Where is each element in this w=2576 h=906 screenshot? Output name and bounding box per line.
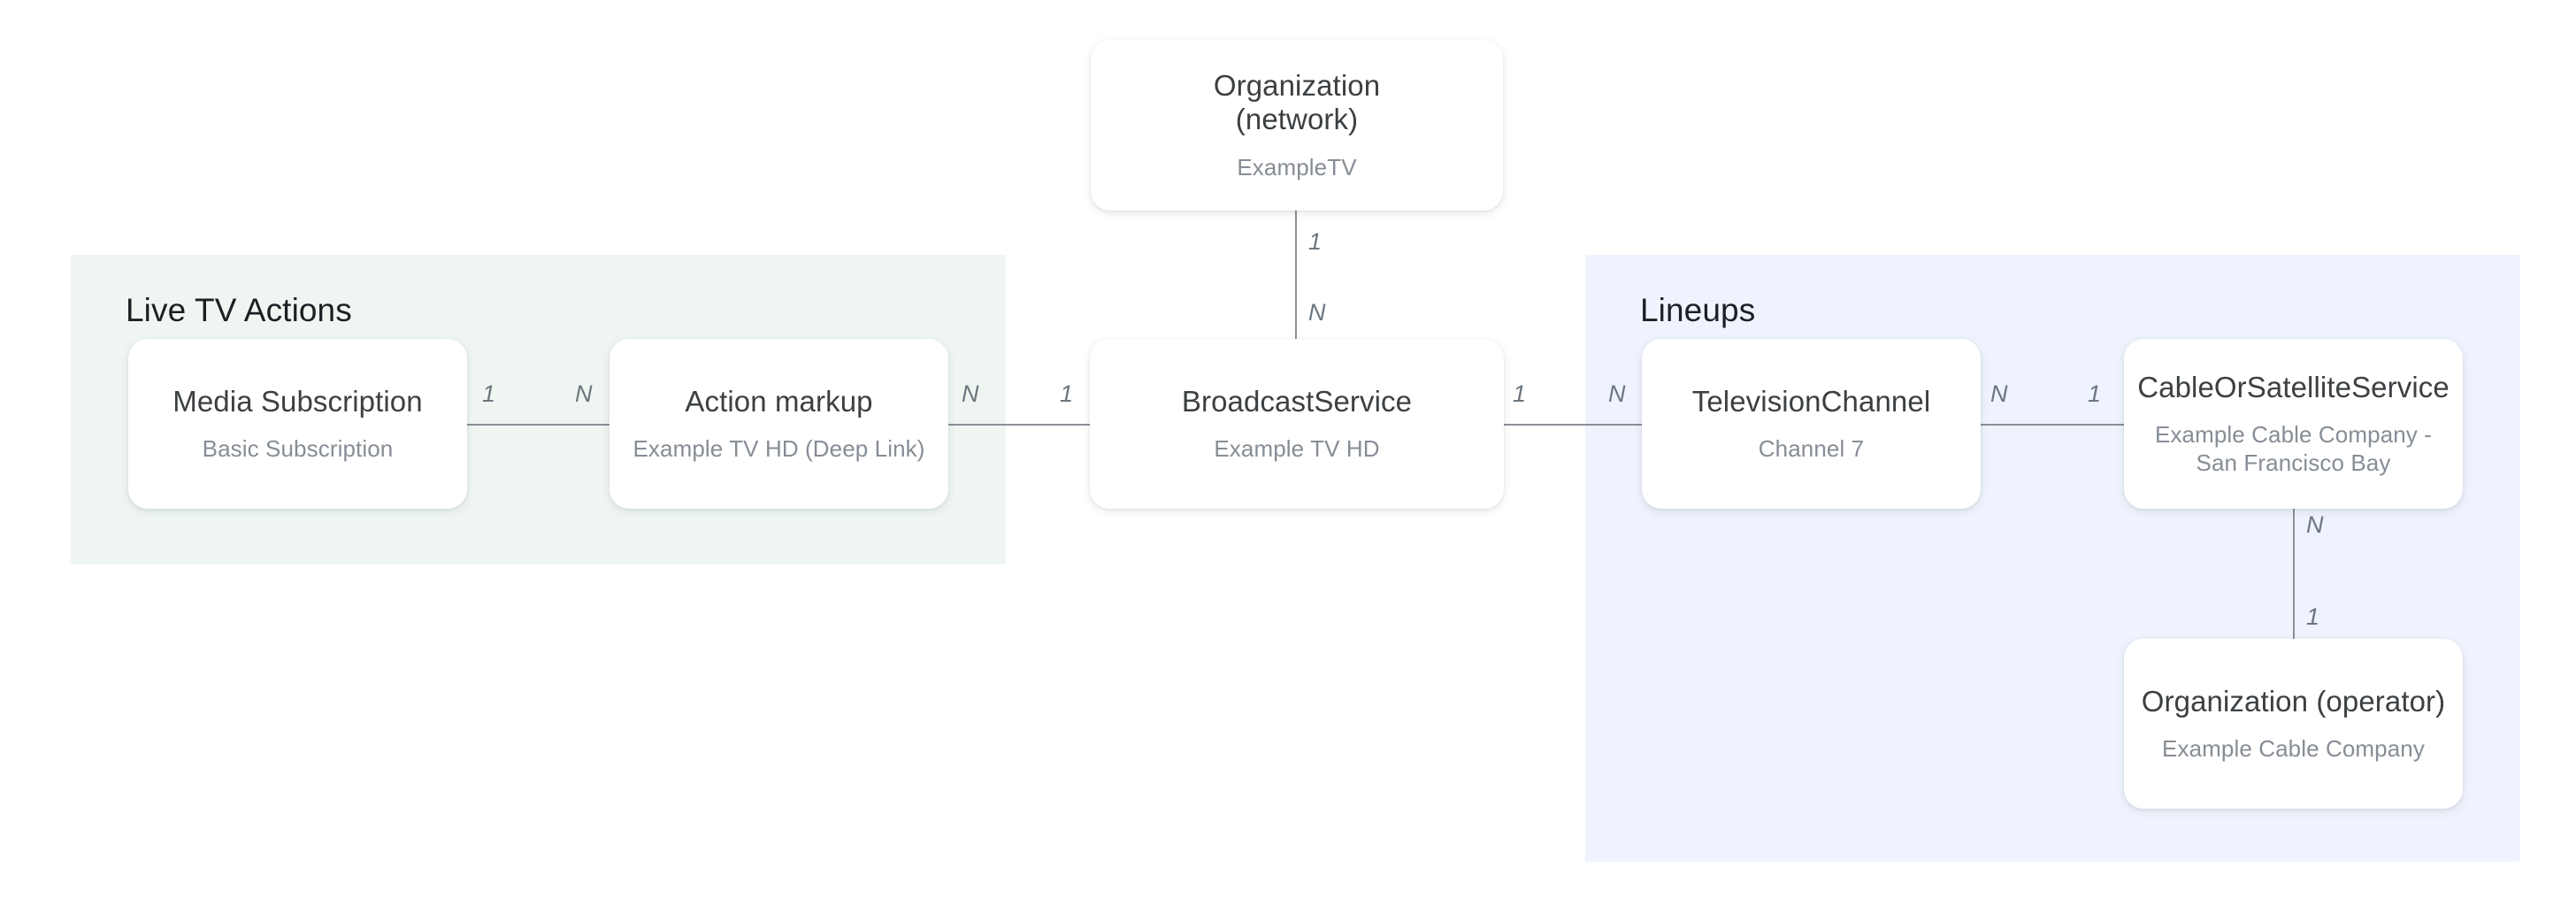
node-organization-network-title: Organization (network) xyxy=(1214,69,1380,137)
node-organization-network-subtitle: ExampleTV xyxy=(1237,153,1357,180)
node-media-subscription-title: Media Subscription xyxy=(172,384,423,418)
node-organization-network-title-line1: Organization xyxy=(1213,69,1381,103)
node-cable-or-satellite-service-title: CableOrSatelliteService xyxy=(2137,371,2450,404)
node-television-channel[interactable]: TelevisionChannel Channel 7 xyxy=(1642,339,1981,509)
edge-label-organization-network-from: 1 xyxy=(1308,228,1322,255)
node-organization-network[interactable]: Organization (network) ExampleTV xyxy=(1091,40,1503,211)
node-cable-or-satellite-service-subtitle: Example Cable Company - San Francisco Ba… xyxy=(2155,421,2432,476)
node-cable-or-satellite-service[interactable]: CableOrSatelliteService Example Cable Co… xyxy=(2124,339,2463,509)
node-television-channel-title: TelevisionChannel xyxy=(1691,384,1931,418)
node-media-subscription-subtitle: Basic Subscription xyxy=(202,435,394,463)
group-title-live-tv-actions: Live TV Actions xyxy=(126,292,352,328)
node-organization-operator-subtitle: Example Cable Company xyxy=(2162,735,2425,763)
edge-label-broadcast-service-right: 1 xyxy=(1513,380,1527,407)
node-cable-or-satellite-service-subtitle-line2: San Francisco Bay xyxy=(2196,449,2391,476)
node-action-markup-title: Action markup xyxy=(685,384,873,418)
node-organization-network-title-line2: (network) xyxy=(1235,103,1359,136)
node-organization-operator[interactable]: Organization (operator) Example Cable Co… xyxy=(2124,639,2463,809)
node-organization-operator-title: Organization (operator) xyxy=(2141,684,2446,718)
node-action-markup[interactable]: Action markup Example TV HD (Deep Link) xyxy=(610,339,948,509)
node-broadcast-service-title: BroadcastService xyxy=(1181,384,1413,418)
node-broadcast-service-subtitle: Example TV HD xyxy=(1214,435,1380,463)
node-television-channel-subtitle: Channel 7 xyxy=(1758,435,1865,463)
node-action-markup-subtitle: Example TV HD (Deep Link) xyxy=(632,435,925,463)
node-media-subscription[interactable]: Media Subscription Basic Subscription xyxy=(128,339,467,509)
node-broadcast-service[interactable]: BroadcastService Example TV HD xyxy=(1090,339,1504,509)
edge-organization-network-to-broadcast-service xyxy=(1295,211,1297,339)
node-cable-or-satellite-service-subtitle-line1: Example Cable Company - xyxy=(2155,421,2432,449)
group-title-lineups: Lineups xyxy=(1640,292,1756,328)
edge-label-broadcast-service-top: N xyxy=(1308,299,1326,326)
edge-label-broadcast-service-left: 1 xyxy=(1060,380,1074,407)
